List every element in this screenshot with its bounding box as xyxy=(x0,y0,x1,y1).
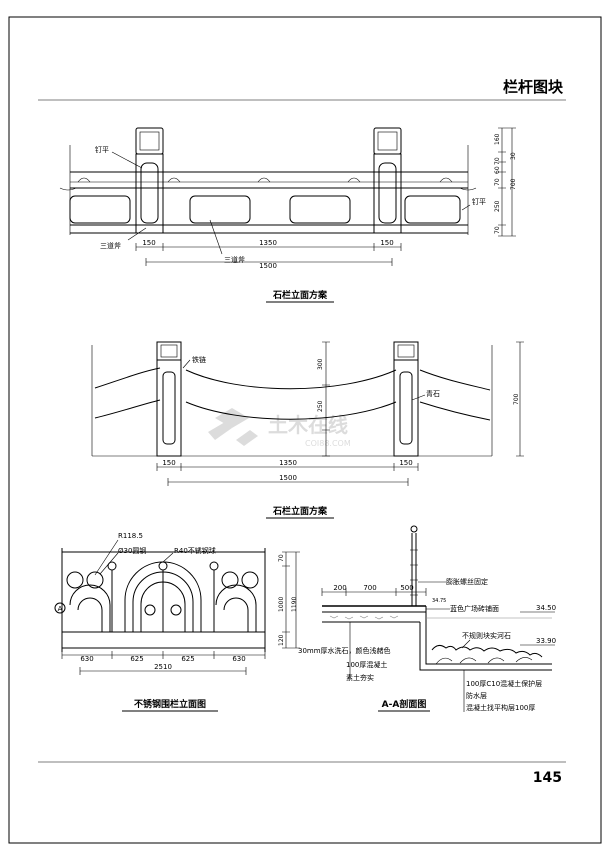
dim3-total: 2510 xyxy=(154,663,172,671)
label-san-dao-fu-mid: 三道斧 xyxy=(224,255,245,264)
dim2-post-right: 150 xyxy=(399,459,412,467)
vdim-70b: 70 xyxy=(494,178,501,186)
dim3-right: 630 xyxy=(232,655,245,663)
label-concrete: 100厚混凝土 xyxy=(346,660,387,669)
label-paving: 蓝色广场砖铺面 xyxy=(450,604,499,613)
label-tube: Ø30圆钢 xyxy=(118,546,146,555)
page-number: 145 xyxy=(533,770,562,786)
elev-34-75: 34.75 xyxy=(432,598,446,604)
dim4-b: 700 xyxy=(363,584,376,592)
vdim2-700: 700 xyxy=(513,393,520,405)
stone-railing-elevation-2: 铁链 青石 150 1350 150 1500 300 250 700 石栏立面… xyxy=(91,341,524,519)
label-gravel: 30mm厚水洗石，颜色浅赭色 xyxy=(298,646,391,655)
label-waterproof: 防水层 xyxy=(466,691,487,700)
dim3-left: 630 xyxy=(80,655,93,663)
caption-drawing-2: 石栏立面方案 xyxy=(272,505,328,517)
stone-railing-elevation-1: 钉平 钉平 三道斧 三道斧 150 1350 150 1500 160 30 7… xyxy=(59,127,517,303)
dim3-mid2: 625 xyxy=(181,655,194,663)
vdim-30: 30 xyxy=(510,152,517,160)
label-leveling: 混凝土找平构层100厚 xyxy=(466,703,535,712)
caption-drawing-3: 不锈钢围栏立面图 xyxy=(134,698,206,710)
label-radius: R118.5 xyxy=(118,532,143,540)
vdim-70a: 70 xyxy=(494,157,501,165)
section-mark-a: A xyxy=(58,605,63,613)
label-ding-ping-left: 钉平 xyxy=(95,145,109,154)
label-c10: 100厚C10混凝土保护层 xyxy=(466,679,542,688)
dim3-mid1: 625 xyxy=(130,655,143,663)
vdim2-300: 300 xyxy=(317,358,324,370)
dim2-post-left: 150 xyxy=(162,459,175,467)
label-chain: 铁链 xyxy=(192,355,206,364)
stainless-fence-elevation: A R118.5 Ø30圆钢 R40不锈钢球 630 625 625 630 2… xyxy=(54,532,300,712)
dim2-span: 1350 xyxy=(279,459,297,467)
vdim3-70: 70 xyxy=(278,554,285,562)
dim-post-right: 150 xyxy=(380,239,393,247)
elev-33-90: 33.90 xyxy=(536,637,556,645)
watermark-subtext: COI88.COM xyxy=(305,439,351,448)
sheet-title: 栏杆图块 xyxy=(503,78,564,96)
label-stone: 青石 xyxy=(426,389,440,398)
dim-post-left: 150 xyxy=(142,239,155,247)
dim4-c: 500 xyxy=(400,584,413,592)
vdim-250: 250 xyxy=(494,200,501,212)
dim2-total: 1500 xyxy=(279,474,297,482)
caption-drawing-1: 石栏立面方案 xyxy=(272,289,328,301)
label-bolt: 膨胀螺丝固定 xyxy=(446,577,488,586)
vdim3-1000: 1000 xyxy=(278,597,285,612)
label-ball: R40不锈钢球 xyxy=(174,546,216,555)
label-ding-ping-right: 钉平 xyxy=(472,197,486,206)
dim-span: 1350 xyxy=(259,239,277,247)
dim4-a: 200 xyxy=(333,584,346,592)
caption-drawing-4: A-A剖面图 xyxy=(382,698,427,710)
vdim3-120: 120 xyxy=(278,634,285,646)
sheet-border xyxy=(8,16,602,844)
vdim-60: 60 xyxy=(494,166,501,174)
vdim-70c: 70 xyxy=(494,226,501,234)
label-rubble: 不规则块实河石 xyxy=(462,631,511,640)
vdim2-250: 250 xyxy=(317,400,324,412)
section-a-a: 34.50 33.90 200 700 500 膨胀螺丝固定 34.75 蓝色广… xyxy=(298,525,556,712)
vdim3-1190: 1190 xyxy=(291,597,298,612)
label-san-dao-fu-left: 三道斧 xyxy=(100,241,121,250)
label-soil: 素土夯实 xyxy=(346,673,374,682)
elev-34-50: 34.50 xyxy=(536,604,556,612)
vdim-160: 160 xyxy=(494,133,501,145)
vdim-700: 700 xyxy=(510,178,517,190)
dim-total: 1500 xyxy=(259,262,277,270)
